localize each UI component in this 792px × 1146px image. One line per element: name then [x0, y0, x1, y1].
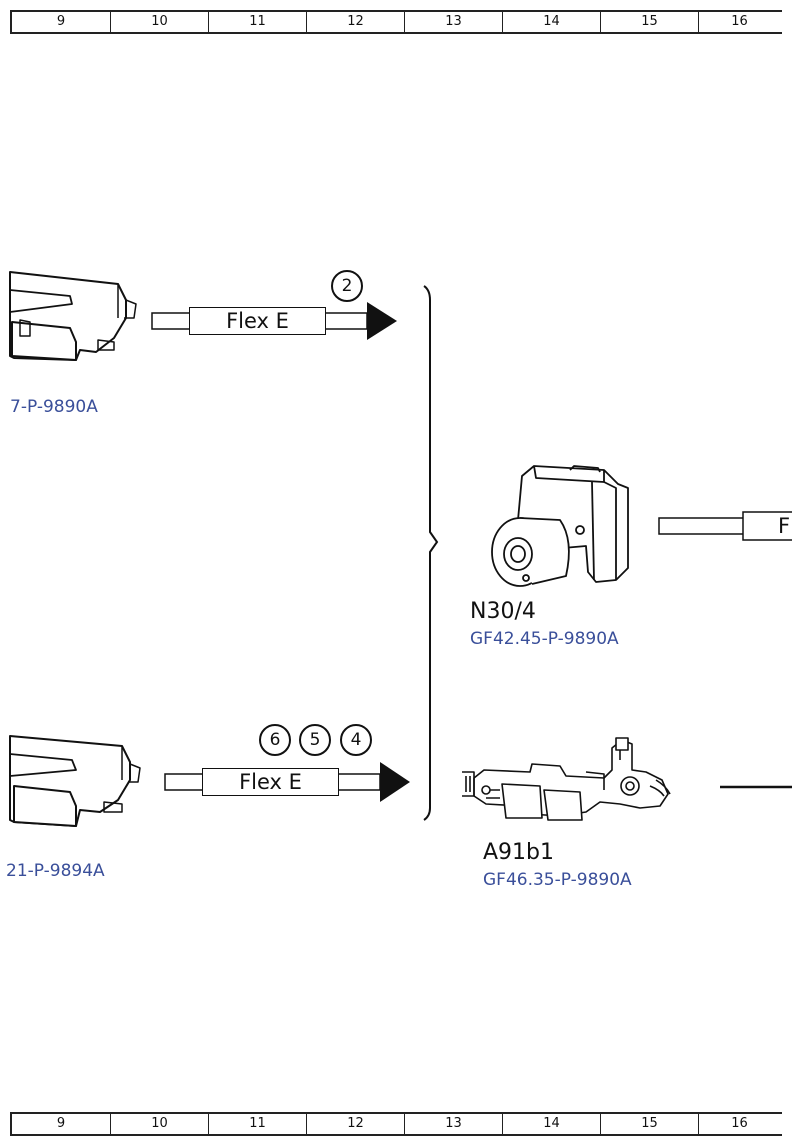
component-part-number-link[interactable]: GF42.45-P-9890A	[470, 629, 619, 649]
column-ruler-top: 9 10 11 12 13 14 15 16	[10, 10, 782, 34]
component-code-n30: N30/4	[470, 599, 536, 624]
arrow-right-icon	[380, 762, 410, 802]
ruler-cell: 15	[600, 12, 698, 32]
ruler-cell: 11	[208, 1114, 306, 1134]
ruler-cell: 10	[110, 12, 208, 32]
wire-number-circle: 4	[340, 724, 372, 756]
ruler-cell: 16	[698, 1114, 780, 1134]
steering-gear-illustration	[462, 737, 671, 821]
control-unit-top-illustration	[9, 271, 137, 361]
wire-number-circle: 5	[299, 724, 331, 756]
ruler-cell: 13	[404, 1114, 502, 1134]
bus-brace	[423, 285, 439, 821]
hydraulic-unit-illustration	[491, 465, 629, 587]
wire-number-circle: 6	[259, 724, 291, 756]
left-part-number-link[interactable]: 21-P-9894A	[6, 861, 105, 881]
bus-label-bottom: Flex E	[202, 768, 339, 796]
ruler-cell: 9	[10, 1114, 110, 1134]
ruler-cell: 12	[306, 12, 404, 32]
right-edge-label: F	[778, 514, 791, 538]
arrow-right-icon	[367, 302, 397, 340]
left-part-number-link[interactable]: 7-P-9890A	[10, 397, 98, 417]
ruler-cell: 12	[306, 1114, 404, 1134]
ruler-cell: 9	[10, 12, 110, 32]
component-code-a91: A91b1	[483, 840, 555, 865]
ruler-cell: 14	[502, 1114, 600, 1134]
ruler-cell: 11	[208, 12, 306, 32]
ruler-cell: 14	[502, 12, 600, 32]
ruler-cell: 15	[600, 1114, 698, 1134]
column-ruler-bottom: 9 10 11 12 13 14 15 16	[10, 1112, 782, 1136]
right-connector-n30	[658, 511, 792, 541]
wire-number-circle: 2	[331, 270, 363, 302]
component-part-number-link[interactable]: GF46.35-P-9890A	[483, 870, 632, 890]
ruler-cell: 10	[110, 1114, 208, 1134]
bus-label-top: Flex E	[189, 307, 326, 335]
control-unit-bottom-illustration	[9, 735, 141, 827]
ruler-cell: 13	[404, 12, 502, 32]
ruler-cell: 16	[698, 12, 780, 32]
